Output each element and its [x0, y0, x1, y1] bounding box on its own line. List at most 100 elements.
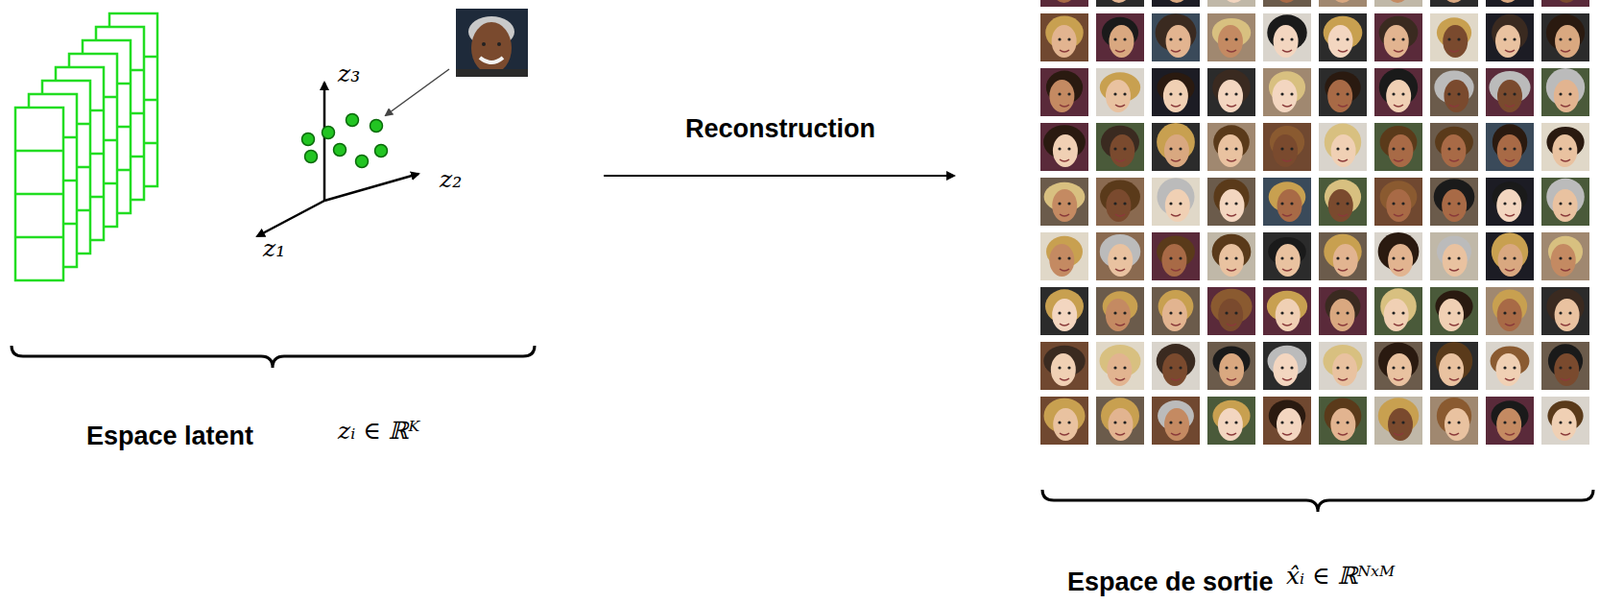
face-eye — [1345, 201, 1349, 205]
face-mouth — [1226, 432, 1237, 435]
face-thumbnail — [1318, 68, 1367, 117]
face-eye — [1113, 92, 1117, 96]
face-thumbnail — [1096, 0, 1145, 7]
face-eye — [1456, 256, 1460, 260]
face-mouth — [1059, 378, 1070, 381]
face-eye — [1345, 146, 1349, 150]
axis-label: z₂ — [439, 165, 462, 194]
face-background — [1374, 177, 1423, 226]
face-eye — [1067, 201, 1071, 205]
face-background — [1485, 13, 1534, 62]
face-skin — [1105, 189, 1131, 222]
face-background — [1541, 0, 1590, 7]
face-skin — [1330, 298, 1356, 332]
latent-bracket — [11, 345, 535, 368]
face-mouth — [1170, 159, 1181, 162]
face-mouth — [1449, 49, 1459, 52]
face-skin — [1108, 24, 1134, 58]
face-eye — [1067, 310, 1071, 314]
face-background — [1040, 396, 1089, 445]
face-mouth — [1560, 49, 1571, 52]
face-thumbnail — [1040, 68, 1089, 117]
face-thumbnail — [1151, 177, 1200, 226]
face-background — [1374, 232, 1423, 281]
face-eye — [1234, 146, 1238, 150]
face-eye — [1169, 37, 1172, 41]
face-skin — [1497, 134, 1523, 168]
face-eye — [1568, 365, 1572, 369]
face-eye — [1122, 37, 1126, 41]
face-skin — [1495, 0, 1521, 3]
face-thumbnail — [1151, 396, 1200, 445]
face-mouth — [1393, 323, 1404, 326]
face-mouth — [1226, 159, 1237, 162]
face-thumbnail — [1096, 396, 1145, 445]
face-skin — [1105, 298, 1131, 332]
face-skin — [1496, 407, 1522, 441]
face-eye — [1067, 37, 1071, 41]
face-background — [1207, 68, 1256, 117]
face-mouth — [1337, 159, 1348, 162]
face-mouth — [1560, 432, 1571, 435]
face-background — [1541, 341, 1590, 390]
face-eye — [1568, 37, 1572, 41]
face-eye — [1336, 92, 1339, 96]
face-skin — [1105, 79, 1131, 113]
face-background — [1096, 341, 1145, 390]
face-skin — [1162, 353, 1188, 386]
face-eye — [1512, 92, 1516, 96]
face-eye — [1401, 420, 1405, 424]
face-thumbnail — [1318, 0, 1367, 7]
face-mouth — [1059, 432, 1070, 435]
face-background — [1541, 177, 1590, 226]
face-background — [1318, 396, 1367, 445]
face-eye — [1391, 256, 1395, 260]
face-thumbnail — [1151, 13, 1200, 62]
latent-point — [334, 143, 347, 157]
face-eye — [1558, 420, 1562, 424]
face-skin — [1051, 189, 1077, 222]
face-skin — [1051, 298, 1077, 332]
face-eye — [1224, 365, 1228, 369]
face-thumbnail — [1040, 0, 1089, 7]
face-eye — [1336, 146, 1339, 150]
face-mouth — [1282, 323, 1292, 326]
face-background — [1430, 396, 1479, 445]
face-skin — [1552, 189, 1578, 222]
face-skin — [1554, 298, 1580, 332]
face-skin — [1438, 298, 1464, 332]
face-thumbnail — [1485, 0, 1534, 7]
face-eye — [1336, 256, 1339, 260]
face-thumbnail — [1040, 13, 1089, 62]
face-mouth — [1449, 104, 1459, 107]
face-eye — [1345, 37, 1349, 41]
face-skin — [1273, 24, 1299, 58]
face-mouth — [1560, 268, 1571, 271]
face-thumbnail — [1318, 286, 1367, 335]
face-thumbnail — [1040, 396, 1089, 445]
face-eye — [1512, 146, 1516, 150]
face-eye — [1224, 201, 1228, 205]
face-eye — [1234, 365, 1238, 369]
face-mouth — [1059, 159, 1070, 162]
face-thumbnail — [1430, 122, 1479, 171]
face-mouth — [1393, 49, 1404, 52]
face-skin — [1442, 243, 1468, 277]
face-eye — [1558, 92, 1562, 96]
feature-map-stack — [15, 13, 158, 281]
face-background — [1485, 396, 1534, 445]
face-background — [1151, 177, 1200, 226]
face-thumbnail — [1485, 13, 1534, 62]
face-skin — [1443, 79, 1469, 113]
face-background — [1207, 13, 1256, 62]
face-eye — [1280, 365, 1284, 369]
face-mouth — [1226, 49, 1237, 52]
face-background — [1374, 68, 1423, 117]
face-thumbnail — [1096, 286, 1145, 335]
face-mouth — [1170, 432, 1181, 435]
face-skin — [1161, 243, 1187, 277]
face-skin — [1385, 189, 1411, 222]
face-eye — [1280, 256, 1284, 260]
face-skin — [1551, 243, 1577, 277]
face-mouth — [1504, 432, 1515, 435]
